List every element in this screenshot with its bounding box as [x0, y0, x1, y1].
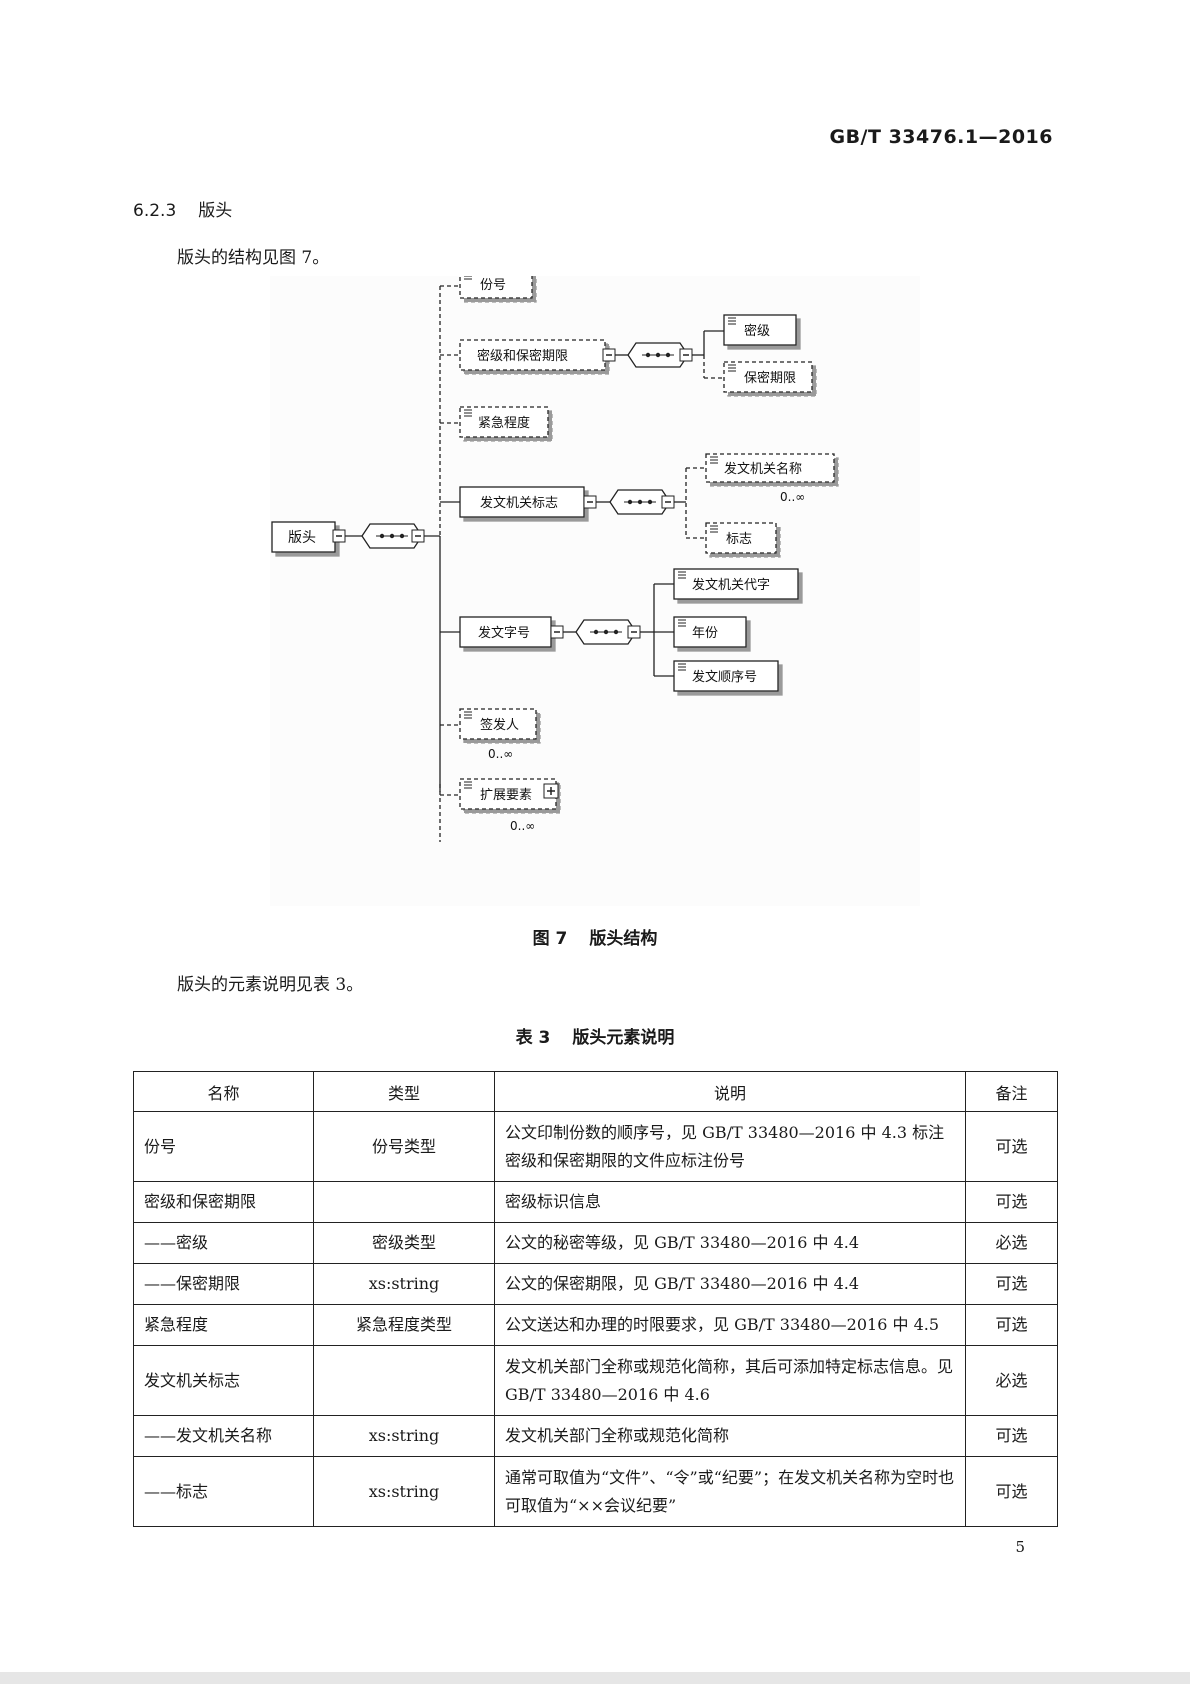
- svg-text:紧急程度: 紧急程度: [478, 415, 530, 431]
- table-row: 密级和保密期限 密级标识信息 可选: [133, 1181, 1058, 1223]
- cell-name: ——发文机关名称: [133, 1415, 314, 1457]
- cell-type: xs:string: [313, 1415, 495, 1457]
- section-number: 6.2.3: [133, 201, 177, 221]
- cell-description: 公文送达和办理的时限要求，见 GB/T 33480—2016 中 4.5: [494, 1304, 966, 1346]
- standard-number: GB/T 33476.1—2016: [829, 126, 1053, 148]
- svg-text:0..∞: 0..∞: [780, 490, 805, 504]
- svg-text:0..∞: 0..∞: [488, 747, 513, 761]
- node-miji-group: 密级和保密期限: [459, 339, 616, 371]
- table-row: ——标志 xs:string 通常可取值为“文件”、“令”或“纪要”；在发文机关…: [133, 1456, 1058, 1527]
- table-caption: 表 3 版头元素说明: [0, 1023, 1190, 1048]
- svg-text:保密期限: 保密期限: [744, 370, 796, 386]
- cell-description: 密级标识信息: [494, 1181, 966, 1223]
- section-title: 版头: [198, 201, 233, 221]
- svg-text:密级: 密级: [744, 323, 770, 339]
- figure-label: 图 7: [532, 929, 568, 949]
- node-zihao: 发文字号: [459, 616, 564, 648]
- table-intro-paragraph: 版头的元素说明见表 3。: [177, 975, 364, 995]
- node-nianfen: 年份: [673, 616, 747, 648]
- cell-note: 可选: [965, 1111, 1058, 1182]
- cell-type: [313, 1345, 495, 1416]
- table-label: 表 3: [515, 1028, 551, 1048]
- svg-text:标志: 标志: [726, 532, 752, 547]
- root-element-node: 版头: [271, 521, 346, 553]
- node-daizi: 发文机关代字: [673, 568, 799, 600]
- table-row: ——密级 密级类型 公文的秘密等级，见 GB/T 33480—2016 中 4.…: [133, 1222, 1058, 1264]
- scan-bottom-strip: [0, 1672, 1190, 1684]
- cell-description: 公文的保密期限，见 GB/T 33480—2016 中 4.4: [494, 1263, 966, 1305]
- cell-note: 必选: [965, 1345, 1058, 1416]
- svg-text:发文机关代字: 发文机关代字: [692, 577, 770, 593]
- cell-note: 可选: [965, 1456, 1058, 1527]
- svg-text:发文顺序号: 发文顺序号: [692, 669, 757, 685]
- cell-note: 必选: [965, 1222, 1058, 1264]
- table-row: 紧急程度 紧急程度类型 公文送达和办理的时限要求，见 GB/T 33480—20…: [133, 1304, 1058, 1346]
- cell-name: 紧急程度: [133, 1304, 314, 1346]
- svg-text:密级和保密期限: 密级和保密期限: [477, 348, 568, 364]
- cell-description: 公文印制份数的顺序号，见 GB/T 33480—2016 中 4.3 标注密级和…: [494, 1111, 966, 1182]
- table-header-row: 名称 类型 说明 备注: [133, 1071, 1058, 1112]
- node-miji: 密级: [723, 314, 797, 346]
- cell-type: 份号类型: [313, 1111, 495, 1182]
- node-shunxu: 发文顺序号: [673, 660, 779, 692]
- sequence-compositor-zihao: [575, 619, 641, 645]
- svg-text:版头: 版头: [288, 530, 316, 546]
- header-description: 说明: [494, 1071, 966, 1112]
- figure-title: 版头结构: [589, 929, 658, 949]
- sequence-compositor-jiguan: [609, 489, 675, 515]
- header-note: 备注: [965, 1071, 1058, 1112]
- sequence-compositor-root: [361, 523, 425, 549]
- figure-caption: 图 7 版头结构: [0, 924, 1190, 949]
- table-title: 版头元素说明: [572, 1028, 675, 1048]
- svg-text:发文机关名称: 发文机关名称: [724, 461, 802, 477]
- cell-type: 紧急程度类型: [313, 1304, 495, 1346]
- table-row: 发文机关标志 发文机关部门全称或规范化简称，其后可添加特定标志信息。见 GB/T…: [133, 1345, 1058, 1416]
- cell-name: ——标志: [133, 1456, 314, 1527]
- section-heading: 6.2.3 版头: [133, 196, 232, 221]
- cell-description: 发文机关部门全称或规范化简称: [494, 1415, 966, 1457]
- svg-text:签发人: 签发人: [480, 717, 519, 733]
- node-jinji: 紧急程度: [459, 406, 549, 438]
- node-jiguan-biaozhi: 发文机关标志: [459, 486, 597, 518]
- svg-text:份号: 份号: [480, 278, 506, 293]
- cell-name: ——密级: [133, 1222, 314, 1264]
- node-jiguan-mingcheng: 发文机关名称 0..∞: [705, 453, 835, 504]
- cell-note: 可选: [965, 1304, 1058, 1346]
- cell-note: 可选: [965, 1263, 1058, 1305]
- cell-type: 密级类型: [313, 1222, 495, 1264]
- cell-name: 份号: [133, 1111, 314, 1182]
- table-row: ——保密期限 xs:string 公文的保密期限，见 GB/T 33480—20…: [133, 1263, 1058, 1305]
- table-row: 份号 份号类型 公文印制份数的顺序号，见 GB/T 33480—2016 中 4…: [133, 1111, 1058, 1182]
- page-number: 5: [1015, 1538, 1025, 1556]
- cell-note: 可选: [965, 1415, 1058, 1457]
- node-qianfa: 签发人 0..∞: [459, 708, 537, 761]
- node-kuozhan: 扩展要素 0..∞: [459, 778, 559, 833]
- cell-description: 发文机关部门全称或规范化简称，其后可添加特定标志信息。见 GB/T 33480—…: [494, 1345, 966, 1416]
- header-type: 类型: [313, 1071, 495, 1112]
- node-baomi: 保密期限: [723, 361, 813, 393]
- table-row: ——发文机关名称 xs:string 发文机关部门全称或规范化简称 可选: [133, 1415, 1058, 1457]
- intro-paragraph: 版头的结构见图 7。: [177, 248, 330, 268]
- cell-description: 通常可取值为“文件”、“令”或“纪要”；在发文机关名称为空时也可取值为“××会议…: [494, 1456, 966, 1527]
- node-fenhao: 份号: [459, 276, 533, 299]
- cell-name: ——保密期限: [133, 1263, 314, 1305]
- cell-description: 公文的秘密等级，见 GB/T 33480—2016 中 4.4: [494, 1222, 966, 1264]
- sequence-compositor-miji: [627, 342, 693, 368]
- node-biaozhi: 标志: [705, 522, 777, 554]
- svg-text:发文机关标志: 发文机关标志: [480, 495, 558, 511]
- cell-type: [313, 1181, 495, 1223]
- elements-table: 名称 类型 说明 备注 份号 份号类型 公文印制份数的顺序号，见 GB/T 33…: [133, 1071, 1058, 1527]
- header-name: 名称: [133, 1071, 314, 1112]
- svg-text:0..∞: 0..∞: [510, 819, 535, 833]
- cell-type: xs:string: [313, 1456, 495, 1527]
- schema-diagram: 版头 份号 密级和保密期限 密级 保密期限: [270, 276, 920, 906]
- svg-text:扩展要素: 扩展要素: [480, 788, 532, 803]
- cell-type: xs:string: [313, 1263, 495, 1305]
- cell-note: 可选: [965, 1181, 1058, 1223]
- svg-text:发文字号: 发文字号: [478, 625, 530, 641]
- cell-name: 发文机关标志: [133, 1345, 314, 1416]
- cell-name: 密级和保密期限: [133, 1181, 314, 1223]
- svg-text:年份: 年份: [692, 626, 718, 641]
